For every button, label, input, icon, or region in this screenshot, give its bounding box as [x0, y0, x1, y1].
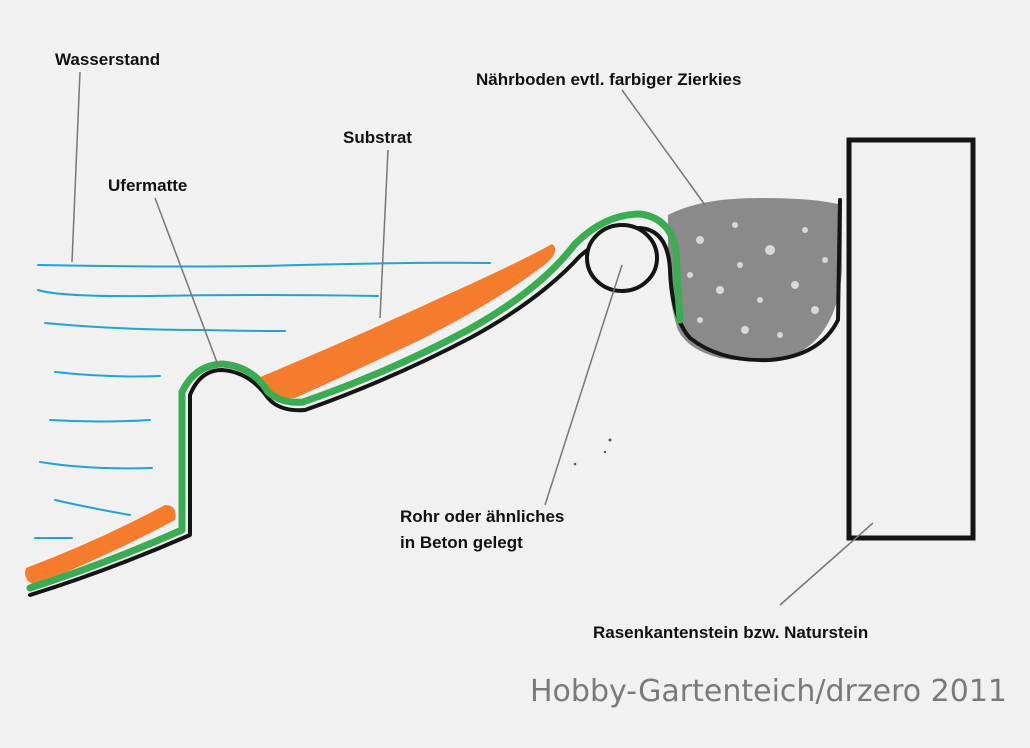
label-substrat: Substrat: [343, 128, 412, 147]
label-ufermatte: Ufermatte: [108, 176, 188, 195]
label-wasserstand: Wasserstand: [55, 50, 161, 69]
leader-ufermatte: [154, 197, 219, 366]
water-lines: [34, 261, 491, 539]
watermark: Hobby-Gartenteich/drzero 2011: [530, 674, 1008, 709]
gravel-speckles: [687, 222, 828, 338]
label-naehrboden: Nährboden evtl. farbiger Zierkies: [476, 70, 742, 89]
water-line: [49, 419, 151, 423]
edging-stone: [846, 137, 976, 541]
label-rasenkante: Rasenkantenstein bzw. Naturstein: [593, 623, 869, 642]
water-line: [37, 261, 491, 268]
water-line: [39, 461, 153, 470]
label-rohr-line2: in Beton gelegt: [400, 533, 523, 552]
leader-lines: [71, 71, 874, 606]
gravel-bed: [668, 198, 842, 361]
smudge: [573, 438, 612, 466]
substrate-lower: [25, 505, 176, 585]
leader-rohr: [544, 264, 623, 506]
label-rohr-line1: Rohr oder ähnliches: [400, 507, 565, 526]
leader-substrat: [379, 149, 389, 319]
bank-mat: [26, 210, 684, 592]
water-line: [37, 289, 379, 298]
water-line: [54, 499, 131, 516]
leader-rasenkante: [779, 522, 874, 606]
pipe-circle: [585, 223, 659, 293]
substrate-upper: [258, 244, 556, 399]
leader-wasserstand: [71, 71, 81, 263]
water-line: [54, 371, 161, 378]
liner-outline: [28, 198, 842, 597]
water-line: [44, 322, 286, 332]
leader-naehrboden: [621, 89, 706, 206]
